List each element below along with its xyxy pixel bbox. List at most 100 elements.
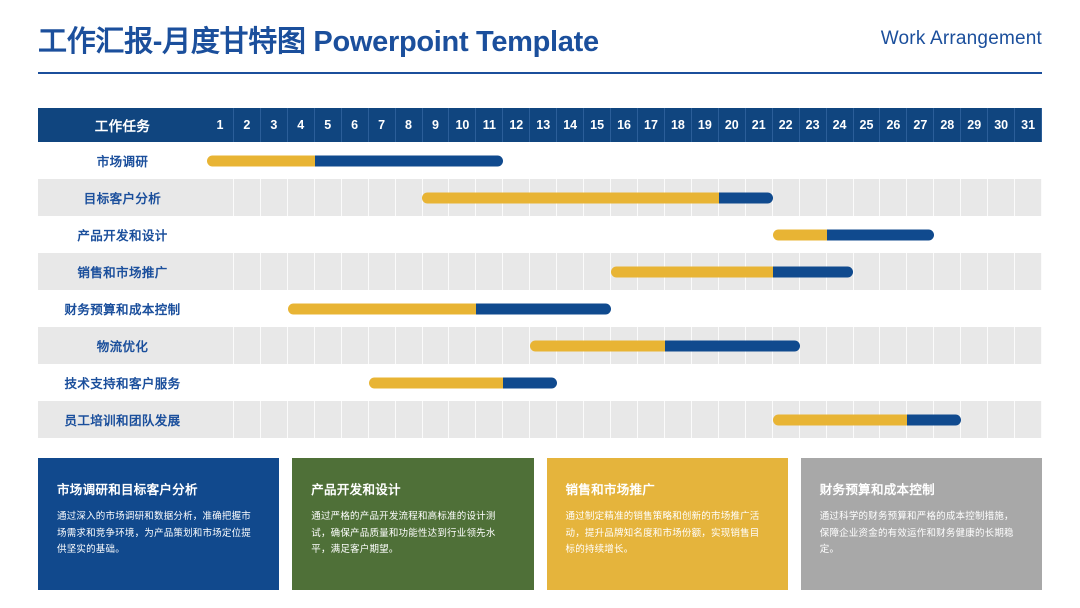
- gantt-cell: [907, 290, 935, 327]
- day-header-cell: 1: [207, 108, 234, 142]
- gantt-cell: [288, 327, 315, 364]
- gantt-cell: [934, 216, 962, 253]
- gantt-cell: [934, 327, 962, 364]
- gantt-bar-actual-segment: [476, 303, 611, 314]
- gantt-cell: [988, 364, 1016, 401]
- gantt-cell: [665, 364, 692, 401]
- gantt-cell: [584, 216, 612, 253]
- gantt-cell: [476, 253, 504, 290]
- gantt-bar[interactable]: [772, 229, 935, 240]
- gantt-cell: [315, 327, 342, 364]
- gantt-cell: [773, 364, 800, 401]
- gantt-cell: [342, 401, 369, 438]
- gantt-cell: [342, 179, 369, 216]
- gantt-cell: [342, 253, 369, 290]
- gantt-cell: [907, 179, 935, 216]
- gantt-bar-planned-segment: [207, 155, 315, 166]
- gantt-cell: [207, 327, 234, 364]
- gantt-cell: [449, 253, 477, 290]
- gantt-bar-planned-segment: [772, 414, 908, 425]
- gantt-task-row[interactable]: 目标客户分析: [38, 179, 1043, 216]
- gantt-task-row[interactable]: 销售和市场推广: [38, 253, 1043, 290]
- gantt-bar-actual-segment: [503, 377, 558, 388]
- gantt-bar[interactable]: [530, 340, 800, 351]
- gantt-cell: [234, 364, 261, 401]
- gantt-track: [207, 142, 1043, 179]
- gantt-cell: [369, 327, 396, 364]
- day-header-cell: 15: [584, 108, 612, 142]
- gantt-cell: [288, 179, 315, 216]
- gantt-cell: [611, 142, 638, 179]
- gantt-bar[interactable]: [368, 377, 558, 388]
- gantt-task-row[interactable]: 产品开发和设计: [38, 216, 1043, 253]
- gantt-task-row[interactable]: 物流优化: [38, 327, 1043, 364]
- gantt-cell: [719, 401, 746, 438]
- gantt-cell: [961, 364, 989, 401]
- gantt-bar[interactable]: [287, 303, 611, 314]
- gantt-cell: [961, 401, 989, 438]
- gantt-cell: [503, 327, 531, 364]
- summary-card-title: 市场调研和目标客户分析: [57, 483, 198, 497]
- gantt-cell: [934, 253, 962, 290]
- day-header-cell: 12: [503, 108, 531, 142]
- day-header-cell: 23: [800, 108, 827, 142]
- summary-card[interactable]: 市场调研和目标客户分析通过深入的市场调研和数据分析，准确把握市场需求和竞争环境，…: [38, 458, 280, 590]
- gantt-bar-actual-segment: [664, 340, 800, 351]
- gantt-cell: [288, 364, 315, 401]
- gantt-bar[interactable]: [611, 266, 854, 277]
- day-header-cell: 31: [1015, 108, 1043, 142]
- gantt-cell: [503, 253, 531, 290]
- day-header-cell: 13: [530, 108, 558, 142]
- gantt-task-row[interactable]: 员工培训和团队发展: [38, 401, 1043, 438]
- summary-card-body: 通过制定精准的销售策略和创新的市场推广活动，提升品牌知名度和市场份额，实现销售目…: [565, 511, 760, 556]
- gantt-cell: [369, 253, 396, 290]
- gantt-cell: [827, 364, 854, 401]
- gantt-cell: [234, 253, 261, 290]
- gantt-task-row[interactable]: 市场调研: [38, 142, 1043, 179]
- gantt-task-row[interactable]: 财务预算和成本控制: [38, 290, 1043, 327]
- gantt-cell: [638, 401, 665, 438]
- gantt-cell: [719, 290, 746, 327]
- day-header-cell: 7: [369, 108, 396, 142]
- summary-card[interactable]: 财务预算和成本控制通过科学的财务预算和严格的成本控制措施，保障企业资金的有效运作…: [800, 458, 1042, 590]
- gantt-cell: [854, 142, 881, 179]
- summary-card-title: 财务预算和成本控制: [819, 483, 935, 497]
- gantt-cell: [611, 401, 638, 438]
- gantt-cell: [315, 216, 342, 253]
- gantt-cell: [746, 142, 773, 179]
- gantt-bar[interactable]: [422, 192, 773, 203]
- gantt-cell: [611, 290, 638, 327]
- gantt-cell: [800, 364, 827, 401]
- summary-card-body: 通过科学的财务预算和严格的成本控制措施，保障企业资金的有效运作和财务健康的长期稳…: [819, 511, 1014, 556]
- gantt-cell: [530, 216, 558, 253]
- gantt-cell: [907, 142, 935, 179]
- page-title: 工作汇报-月度甘特图 Powerpoint Template: [38, 26, 599, 58]
- gantt-cell: [854, 179, 881, 216]
- day-header-cell: 27: [907, 108, 935, 142]
- day-header-cell: 8: [396, 108, 423, 142]
- gantt-cell: [611, 216, 638, 253]
- gantt-cell: [961, 142, 989, 179]
- gantt-cell: [934, 290, 962, 327]
- gantt-bar[interactable]: [772, 414, 962, 425]
- gantt-cell: [719, 142, 746, 179]
- summary-card[interactable]: 产品开发和设计通过严格的产品开发流程和高标准的设计测试，确保产品质量和功能性达到…: [292, 458, 534, 590]
- gantt-cell: [315, 253, 342, 290]
- day-header-cell: 10: [449, 108, 477, 142]
- gantt-cell: [692, 290, 719, 327]
- summary-card[interactable]: 销售和市场推广通过制定精准的销售策略和创新的市场推广活动，提升品牌知名度和市场份…: [546, 458, 788, 590]
- gantt-cell: [342, 364, 369, 401]
- gantt-bar-planned-segment: [287, 303, 477, 314]
- gantt-cell: [934, 179, 962, 216]
- gantt-bar[interactable]: [207, 155, 504, 166]
- gantt-task-row[interactable]: 技术支持和客户服务: [38, 364, 1043, 401]
- gantt-track: [207, 364, 1043, 401]
- gantt-cell: [1015, 364, 1043, 401]
- gantt-cell: [800, 327, 827, 364]
- gantt-cell: [1015, 401, 1043, 438]
- gantt-cell: [503, 142, 531, 179]
- gantt-cell: [746, 364, 773, 401]
- gantt-cell: [261, 253, 288, 290]
- gantt-cell: [557, 253, 585, 290]
